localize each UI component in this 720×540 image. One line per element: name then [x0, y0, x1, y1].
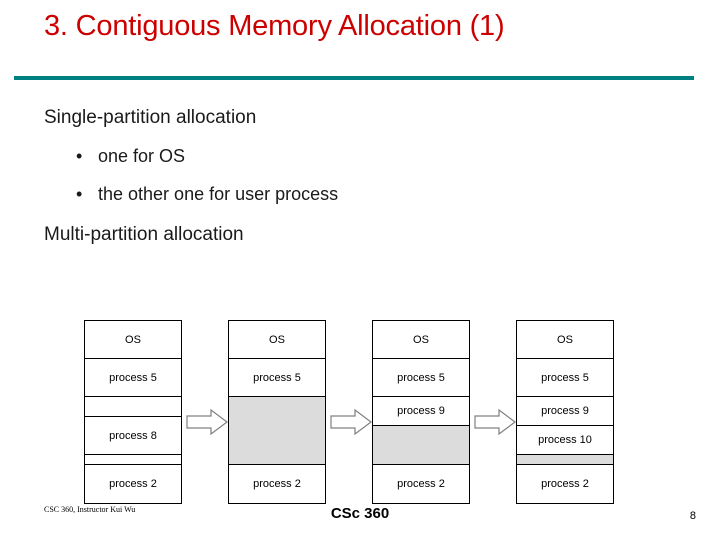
- page-title: 3. Contiguous Memory Allocation (1): [44, 10, 505, 42]
- memory-block: process 2: [517, 465, 613, 503]
- memory-block: process 5: [373, 359, 469, 397]
- bullet-other-for-user-process: • the other one for user process: [76, 184, 338, 205]
- arrow-3-icon: [474, 408, 516, 436]
- memory-block: process 9: [517, 397, 613, 426]
- memory-block: OS: [517, 321, 613, 359]
- memory-block: process 8: [85, 417, 181, 455]
- memory-block: OS: [373, 321, 469, 359]
- memory-block-free: [373, 426, 469, 465]
- bullet-text: one for OS: [98, 146, 186, 166]
- footer-course-info: CSC 360, Instructor Kui Wu: [44, 505, 136, 514]
- memory-block: process 2: [373, 465, 469, 503]
- section-heading-single-partition: Single-partition allocation: [44, 107, 257, 128]
- memory-block-free: [229, 397, 325, 465]
- memory-block: OS: [85, 321, 181, 359]
- arrow-2-icon: [330, 408, 372, 436]
- memory-block: OS: [229, 321, 325, 359]
- memory-block: process 2: [229, 465, 325, 503]
- arrow-1-icon: [186, 408, 228, 436]
- memory-block: process 9: [373, 397, 469, 426]
- memory-column-state-3: OS process 5 process 9 process 2: [372, 320, 470, 504]
- memory-block: process 2: [85, 465, 181, 503]
- memory-column-state-4: OS process 5 process 9 process 10 proces…: [516, 320, 614, 504]
- footer-title: CSc 360: [330, 505, 390, 522]
- section-heading-multi-partition: Multi-partition allocation: [44, 224, 244, 245]
- memory-block: process 10: [517, 426, 613, 455]
- memory-block: process 5: [85, 359, 181, 397]
- memory-block: process 5: [517, 359, 613, 397]
- memory-block: [85, 397, 181, 417]
- bullet-marker: •: [76, 184, 83, 204]
- bullet-marker: •: [76, 146, 83, 166]
- memory-block-free: [517, 455, 613, 465]
- page-number: 8: [689, 510, 696, 522]
- memory-block: [85, 455, 181, 465]
- memory-column-state-1: OS process 5 process 8 process 2: [84, 320, 182, 504]
- memory-block: process 5: [229, 359, 325, 397]
- title-divider: [14, 76, 694, 80]
- bullet-one-for-os: • one for OS: [76, 146, 185, 167]
- memory-column-state-2: OS process 5 process 2: [228, 320, 326, 504]
- bullet-text: the other one for user process: [98, 184, 339, 204]
